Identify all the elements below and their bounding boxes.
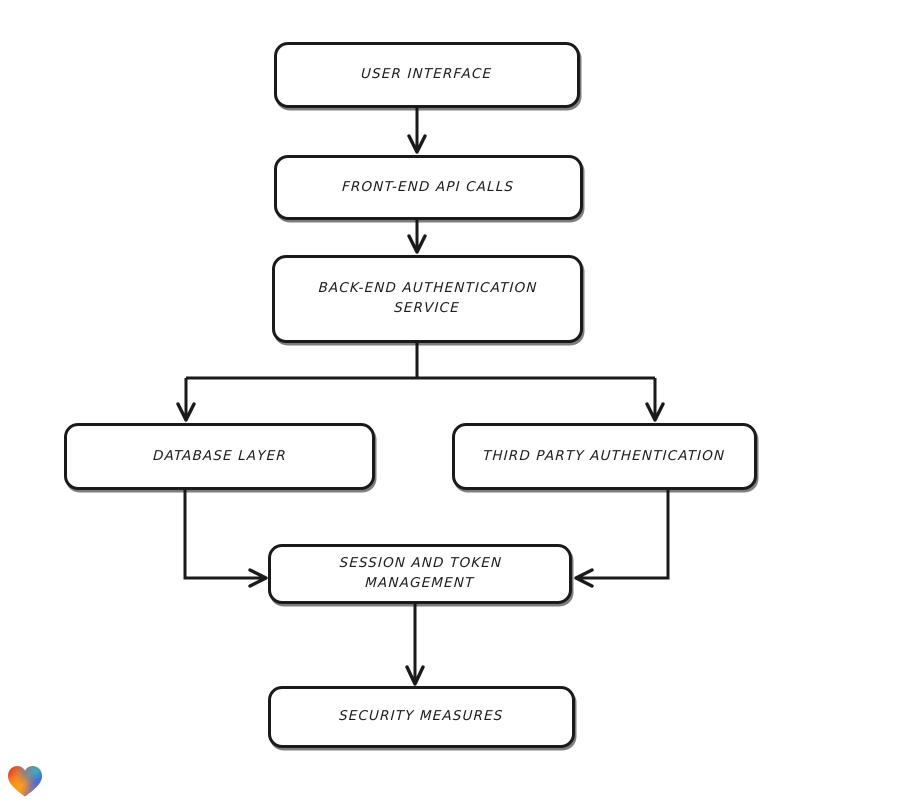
edge-backend-auth-branch-bus: [186, 343, 655, 380]
node-database-layer-label: Database Layer: [152, 447, 287, 464]
edge-frontend-api-calls-to-backend-auth: [407, 220, 427, 254]
node-third-party-authentication[interactable]: Third Party Authentication: [452, 423, 757, 490]
node-security-measures-label: Security Measures: [338, 708, 505, 725]
node-user-interface[interactable]: User Interface: [274, 42, 580, 108]
edge-user-interface-to-frontend-api-calls: [407, 108, 427, 154]
node-security-measures[interactable]: Security Measures: [268, 686, 575, 748]
node-frontend-api-calls-label: Front-End API Calls: [342, 178, 516, 195]
node-user-interface-label: User Interface: [361, 66, 494, 83]
heart-icon: [8, 766, 42, 797]
node-session-and-token-management[interactable]: Session and Token Management: [268, 544, 572, 604]
edge-backend-auth-to-third-party-auth: [645, 378, 665, 422]
edge-session-token-to-security-measures: [405, 604, 425, 686]
edge-database-layer-to-session-token: [183, 490, 268, 588]
node-backend-authentication-service-label: Back-End Authentication Service: [318, 280, 539, 316]
node-session-and-token-management-label: Session and Token Management: [338, 555, 503, 591]
node-frontend-api-calls[interactable]: Front-End API Calls: [274, 155, 583, 220]
edge-third-party-auth-to-session-token: [574, 490, 670, 588]
node-third-party-authentication-label: Third Party Authentication: [483, 447, 727, 464]
node-database-layer[interactable]: Database Layer: [64, 423, 375, 490]
node-backend-authentication-service[interactable]: Back-End Authentication Service: [272, 255, 583, 343]
edge-backend-auth-to-database-layer: [176, 378, 196, 422]
